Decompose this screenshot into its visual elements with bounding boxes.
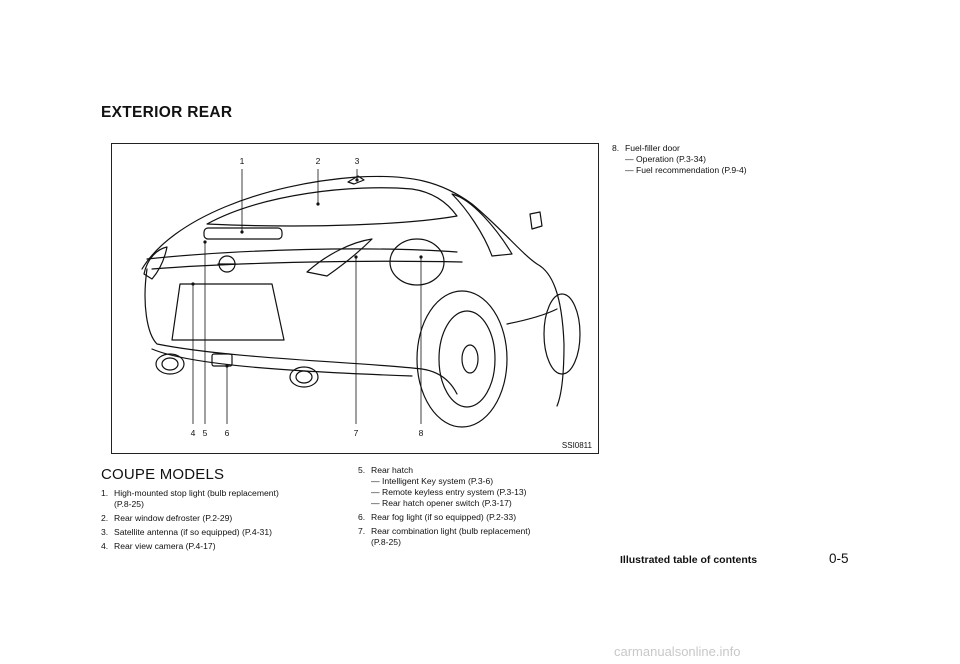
item-text: High-mounted stop light (bulb replacemen…	[114, 488, 341, 510]
list-item: 8. Fuel-filler door— Operation (P.3-34)— …	[612, 143, 842, 176]
rear-wheel	[416, 290, 508, 428]
item-number: 7.	[358, 526, 366, 536]
list-item: 3. Satellite antenna (if so equipped) (P.…	[101, 527, 341, 538]
list-item: 7. Rear combination light (bulb replaceme…	[358, 526, 588, 548]
list-item: 4. Rear view camera (P.4-17)	[101, 541, 341, 552]
callout-5: 5	[203, 428, 208, 438]
high-mount-stop-light	[203, 227, 283, 240]
item-line: — Intelligent Key system (P.3-6)	[371, 476, 494, 486]
item-text: Rear window defroster (P.2-29)	[114, 513, 341, 524]
rear-fog-light	[211, 353, 233, 367]
item-number: 6.	[358, 512, 366, 522]
list-item: 5. Rear hatch— Intelligent Key system (P.…	[358, 465, 588, 509]
license-plate-recess	[171, 283, 285, 341]
subtitle: COUPE MODELS	[101, 466, 225, 483]
item-line: Rear hatch	[371, 465, 414, 475]
callout-7: 7	[354, 428, 359, 438]
callout-1: 1	[240, 156, 245, 166]
item-line: High-mounted stop light (bulb replacemen…	[114, 488, 279, 498]
item-number: 4.	[101, 541, 109, 551]
item-number: 1.	[101, 488, 109, 498]
item-line: — Rear hatch opener switch (P.3-17)	[371, 498, 512, 508]
callout-4: 4	[191, 428, 196, 438]
item-line: — Operation (P.3-34)	[625, 154, 707, 164]
mirror	[529, 211, 543, 230]
item-text: Rear fog light (if so equipped) (P.2-33)	[371, 512, 588, 523]
figure-code: SSI0811	[561, 441, 592, 450]
page-number: 0-5	[829, 551, 849, 566]
item-line: (P.8-25)	[114, 499, 144, 509]
item-line: Fuel-filler door	[625, 143, 680, 153]
exhaust-right	[289, 366, 319, 388]
callout-6: 6	[225, 428, 230, 438]
section-title: EXTERIOR REAR	[101, 104, 233, 121]
rear-window	[206, 187, 458, 227]
list-item: 2. Rear window defroster (P.2-29)	[101, 513, 341, 524]
callout-2: 2	[316, 156, 321, 166]
list-item: 6. Rear fog light (if so equipped) (P.2-3…	[358, 512, 588, 523]
item-line: Rear combination light (bulb replacement…	[371, 526, 531, 536]
item-line: — Fuel recommendation (P.9-4)	[625, 165, 747, 175]
item-number: 8.	[612, 143, 620, 153]
item-list-column-1: 1. High-mounted stop light (bulb replacem…	[101, 488, 341, 555]
right-tail-light	[306, 238, 373, 277]
callout-8: 8	[419, 428, 424, 438]
item-list-column-2: 5. Rear hatch— Intelligent Key system (P.…	[358, 465, 588, 551]
item-line: Rear fog light (if so equipped) (P.2-33)	[371, 512, 517, 522]
body-outline	[141, 175, 565, 407]
item-number: 2.	[101, 513, 109, 523]
side-window	[451, 193, 513, 257]
item-line: Satellite antenna (if so equipped) (P.4-…	[114, 527, 272, 537]
watermark: carmanualsonline.info	[614, 644, 741, 659]
fuel-filler-door	[389, 238, 445, 286]
item-line: Rear view camera (P.4-17)	[114, 541, 216, 551]
item-line: — Remote keyless entry system (P.3-13)	[371, 487, 527, 497]
item-line: (P.8-25)	[371, 537, 401, 547]
antenna	[347, 175, 365, 185]
item-list-column-3: 8. Fuel-filler door— Operation (P.3-34)— …	[612, 143, 842, 179]
item-text: Rear view camera (P.4-17)	[114, 541, 341, 552]
left-tail-light	[143, 246, 168, 280]
item-number: 3.	[101, 527, 109, 537]
footer-label: Illustrated table of contents	[620, 554, 758, 566]
list-item: 1. High-mounted stop light (bulb replacem…	[101, 488, 341, 510]
item-number: 5.	[358, 465, 366, 475]
item-text: Fuel-filler door— Operation (P.3-34)— Fu…	[625, 143, 842, 176]
car-drawing: 1 2 3 4 5 6 7 8	[141, 156, 581, 438]
item-line: Rear window defroster (P.2-29)	[114, 513, 233, 523]
item-text: Rear combination light (bulb replacement…	[371, 526, 588, 548]
exhaust-left	[155, 353, 185, 375]
front-wheel	[543, 293, 581, 375]
item-text: Satellite antenna (if so equipped) (P.4-…	[114, 527, 341, 538]
callout-3: 3	[355, 156, 360, 166]
item-text: Rear hatch— Intelligent Key system (P.3-…	[371, 465, 588, 509]
car-rear-illustration: 1 2 3 4 5 6 7 8 SSI0811	[111, 143, 599, 454]
